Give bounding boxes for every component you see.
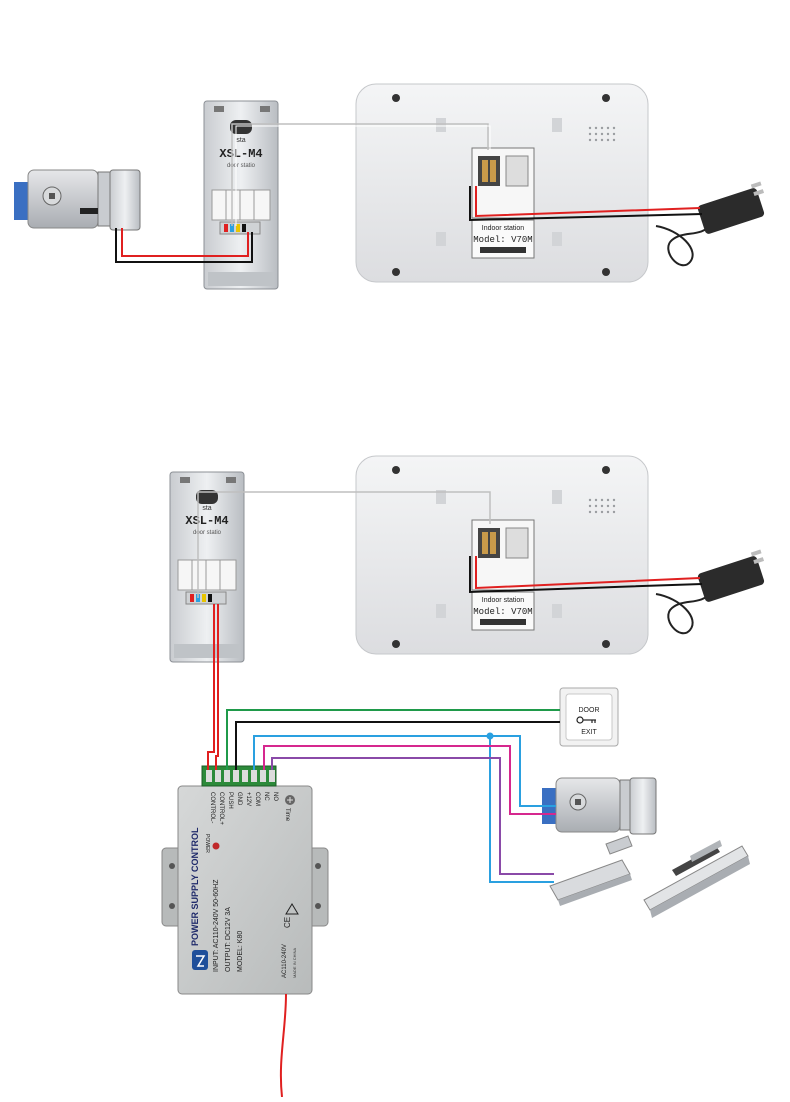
- ac-power-cord: [279, 993, 287, 1098]
- time-label: Time: [284, 808, 290, 822]
- speaker-grille: [588, 126, 616, 142]
- indoor-header: Indoor station: [482, 597, 525, 604]
- wire-red: [215, 604, 219, 770]
- power-supply-control: CONTROL- CONTROL+ PUSH GND +12V COM NC N…: [161, 765, 329, 995]
- wire-gray: [197, 491, 491, 598]
- wire-green: [226, 709, 560, 770]
- psu-ac-label: AC110-240V: [282, 944, 288, 978]
- wire-black: [469, 556, 703, 594]
- wires-bottom: [197, 491, 703, 1098]
- indoor-header: Indoor station: [482, 225, 525, 232]
- wire-red: [475, 186, 701, 218]
- outdoor-unit-bottom: sta XSL-M4 door statio: [169, 471, 245, 663]
- outdoor-brand-fragment: sta: [202, 505, 211, 512]
- terminal-label-control-plus: CONTROL+: [218, 792, 224, 825]
- outdoor-model-label: XSL-M4: [219, 147, 262, 161]
- indoor-monitor-top: Indoor station Model: V70M: [355, 83, 649, 283]
- brand-logo-icon: [192, 950, 208, 970]
- outdoor-model-label: XSL-M4: [185, 514, 228, 528]
- psu-made-in: MADE IN CHINA: [292, 947, 297, 978]
- wire-black: [115, 228, 253, 263]
- power-adapter-bottom: [655, 549, 765, 635]
- exit-button-device: DOOR EXIT: [559, 687, 619, 747]
- outdoor-subtext: door statio: [227, 163, 256, 169]
- terminal-label-push: PUSH: [227, 792, 233, 809]
- warning-icon: [285, 903, 299, 915]
- outdoor-brand-fragment: sta: [236, 137, 245, 144]
- adapter-body: [697, 188, 765, 234]
- power-adapter-top: [655, 181, 765, 267]
- wire-black: [469, 186, 703, 222]
- wire-magenta: [263, 745, 556, 815]
- wire-black: [235, 721, 560, 770]
- terminal-label-no: NO: [272, 792, 278, 801]
- wire-gray: [231, 123, 489, 226]
- wire-red: [475, 556, 701, 590]
- outdoor-subtext: door statio: [193, 530, 222, 536]
- psu-title: POWER SUPPLY CONTROL: [190, 827, 200, 946]
- indoor-monitor-bottom: Indoor station Model: V70M: [355, 455, 649, 655]
- power-led-label: POWER: [204, 834, 210, 853]
- power-led-icon: [212, 842, 220, 850]
- wire-junction: [486, 732, 494, 740]
- indoor-model-label: Model: V70M: [473, 235, 532, 245]
- indoor-model-label: Model: V70M: [473, 607, 532, 617]
- bolt-lock: [643, 840, 750, 918]
- outdoor-unit-top: sta XSL-M4 door statio: [203, 100, 279, 290]
- lock-body: [27, 169, 99, 229]
- psu-output-spec: OUTPUT: DC12V 3A: [225, 907, 232, 972]
- psu-model: MODEL: K80: [237, 931, 244, 972]
- exit-button-line2: EXIT: [581, 729, 597, 736]
- wire-red: [207, 604, 215, 770]
- lock-strike: [109, 169, 141, 231]
- wire-blue: [253, 735, 556, 807]
- lock-strike: [629, 777, 657, 835]
- speaker-grille: [588, 498, 616, 514]
- wires-top: [115, 123, 703, 263]
- terminal-label-control-minus: CONTROL-: [209, 792, 215, 823]
- bottom-diagram: sta XSL-M4 door statio: [161, 455, 765, 1098]
- wire-purple: [271, 757, 554, 875]
- terminal-label-nc: NC: [263, 792, 269, 801]
- wire-blue: [489, 736, 554, 883]
- electric-lock-top: [14, 169, 141, 231]
- electric-lock-bottom: [542, 777, 657, 835]
- psu-input-spec: INPUT: AC110-240V 50-60HZ: [213, 879, 220, 972]
- terminal-label-gnd: GND: [236, 792, 242, 806]
- adapter-body: [697, 556, 765, 602]
- wire-red: [121, 228, 249, 257]
- lock-body: [555, 777, 621, 833]
- key-icon: [576, 716, 596, 724]
- terminal-label-12v: +12V: [245, 792, 251, 806]
- top-diagram: sta XSL-M4 door statio: [14, 83, 765, 290]
- exit-button-line1: DOOR: [579, 707, 600, 714]
- terminal-label-com: COM: [254, 792, 260, 806]
- magnetic-lock: [549, 835, 633, 906]
- ce-mark: CE: [283, 917, 292, 928]
